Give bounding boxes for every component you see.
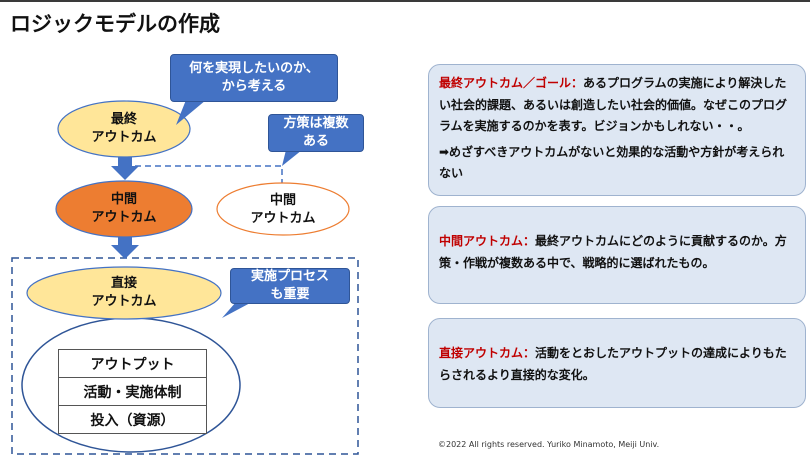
final-outcome-heading: 最終アウトカム／ゴール： bbox=[439, 76, 584, 90]
direct-outcome-text: 活動をとおしたアウトプットの達成によりもたらされるより直接的な変化。 bbox=[439, 346, 787, 382]
copyright-footer: ©2022 All rights reserved. Yuriko Minamo… bbox=[438, 440, 660, 449]
stack-activities: 活動・実施体制 bbox=[58, 377, 207, 406]
callout-process: 実施プロセス も重要 bbox=[230, 268, 350, 304]
mid-outcome-ellipse bbox=[55, 180, 193, 238]
direct-outcome-heading: 直接アウトカム： bbox=[439, 346, 536, 360]
alt-path-connector bbox=[135, 165, 283, 186]
arrow-final-to-mid bbox=[111, 156, 139, 180]
final-outcome-note: ➡めざすべきアウトカムがないと効果的な活動や方針が考えられない bbox=[439, 144, 785, 181]
direct-outcome-group-frame bbox=[11, 257, 359, 455]
stack-output: アウトプット bbox=[58, 349, 207, 378]
direct-outcome-ellipse bbox=[26, 266, 222, 320]
mid-outcome-label: 中間 アウトカム bbox=[91, 192, 157, 225]
direct-outcome-panel: 直接アウトカム：活動をとおしたアウトプットの達成によりもたらされるより直接的な変… bbox=[428, 318, 806, 408]
callout-top: 何を実現したいのか、 から考える bbox=[170, 54, 338, 102]
final-outcome-text: あるプログラムの実施により解決したい社会的課題、あるいは創造したい社会的価値。な… bbox=[439, 76, 788, 134]
direct-outcome-label: 直接 アウトカム bbox=[91, 276, 157, 309]
top-rule bbox=[0, 0, 810, 2]
mid-outcome-text: 最終アウトカムにどのように貢献するのか。方策・作戦が複数ある中で、戦略的に選ばれ… bbox=[439, 234, 787, 270]
page-title: ロジックモデルの作成 bbox=[10, 12, 220, 36]
mid-outcome-heading: 中間アウトカム： bbox=[439, 234, 536, 248]
final-outcome-label: 最終 アウトカム bbox=[91, 112, 157, 145]
arrow-mid-to-direct bbox=[111, 235, 139, 259]
alt-mid-outcome-ellipse bbox=[216, 182, 350, 236]
final-outcome-panel: 最終アウトカム／ゴール：あるプログラムの実施により解決したい社会的課題、あるいは… bbox=[428, 64, 806, 196]
alt-mid-outcome-label: 中間 アウトカム bbox=[250, 193, 316, 226]
stack-inputs: 投入（資源） bbox=[58, 405, 207, 434]
callout-measures-tail bbox=[282, 150, 302, 166]
callout-top-tail bbox=[176, 100, 206, 125]
callout-measures: 方策は複数 ある bbox=[268, 114, 364, 152]
final-outcome-ellipse bbox=[57, 100, 191, 158]
callout-process-tail bbox=[222, 302, 252, 318]
mid-outcome-panel: 中間アウトカム：最終アウトカムにどのように貢献するのか。方策・作戦が複数ある中で… bbox=[428, 206, 806, 304]
